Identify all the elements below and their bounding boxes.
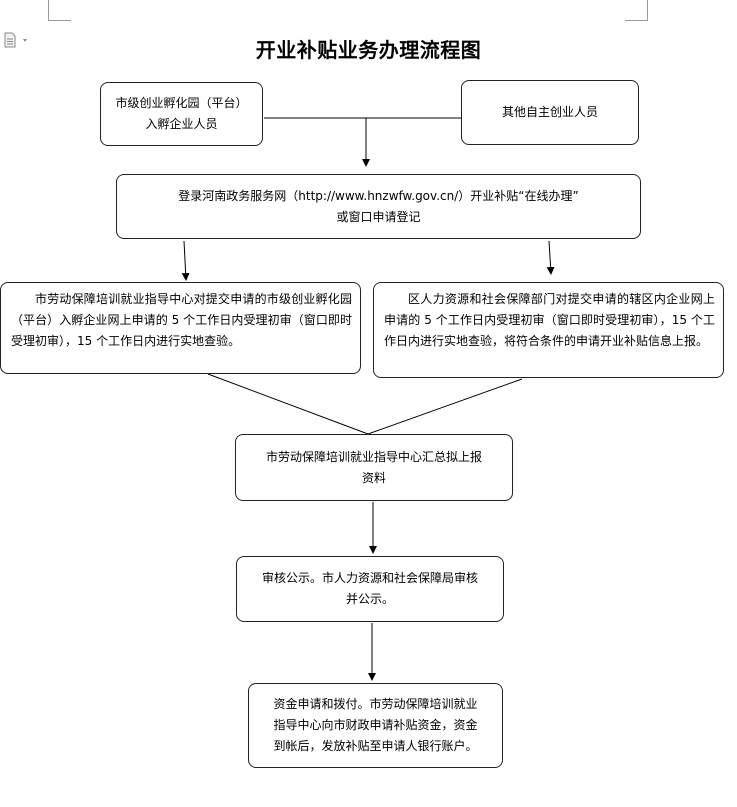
connector-city-to-summary [207, 373, 369, 435]
chevron-down-icon [23, 39, 27, 42]
register-line1: 登录河南政务服务网（http://www.hnzwfw.gov.cn/）开业补贴… [178, 188, 579, 203]
corner-mark-left [48, 0, 71, 21]
funding-line2: 指导中心向市财政申请补贴资金，资金 [273, 718, 478, 732]
incubator-staff-box: 市级创业孵化园（平台） 入孵企业人员 [100, 82, 263, 146]
connector-district-to-summary [367, 378, 523, 435]
page-title: 开业补贴业务办理流程图 [255, 38, 482, 62]
arrow-to-city-review [181, 240, 190, 281]
district-review-box: 区人力资源和社会保障部门对提交申请的辖区内企业网上申请的 5 个工作日内受理初审… [373, 282, 724, 378]
publicity-box: 审核公示。市人力资源和社会保障局审核 并公示。 [236, 556, 504, 622]
register-box: 登录河南政务服务网（http://www.hnzwfw.gov.cn/）开业补贴… [116, 174, 641, 239]
summary-line2: 资料 [361, 470, 386, 485]
city-review-box: 市劳动保障培训就业指导中心对提交申请的市级创业孵化园（平台）入孵企业网上申请的 … [0, 282, 361, 374]
publicity-line1: 审核公示。市人力资源和社会保障局审核 [261, 571, 478, 585]
arrow-to-district-review [546, 240, 555, 275]
publicity-line2: 并公示。 [345, 592, 394, 606]
incubator-line1: 市级创业孵化园（平台） [115, 96, 248, 110]
other-self-employed-box: 其他自主创业人员 [461, 80, 639, 145]
funding-line1: 资金申请和拨付。市劳动保障培训就业 [273, 697, 478, 711]
summary-box: 市劳动保障培训就业指导中心汇总拟上报 资料 [235, 434, 513, 501]
funding-box: 资金申请和拨付。市劳动保障培训就业 指导中心向市财政申请补贴资金，资金 到帐后，… [248, 683, 503, 768]
register-line2: 或窗口申请登记 [336, 209, 421, 224]
incubator-line2: 入孵企业人员 [145, 117, 218, 131]
funding-line3: 到帐后，发放补贴至申请人银行账户。 [273, 739, 478, 753]
document-icon[interactable] [4, 32, 30, 48]
corner-mark-right [625, 0, 648, 21]
district-review-text: 区人力资源和社会保障部门对提交申请的辖区内企业网上申请的 5 个工作日内受理初审… [384, 292, 715, 348]
city-review-text: 市劳动保障培训就业指导中心对提交申请的市级创业孵化园（平台）入孵企业网上申请的 … [11, 292, 352, 348]
other-self-employed-label: 其他自主创业人员 [501, 105, 598, 119]
summary-line1: 市劳动保障培训就业指导中心汇总拟上报 [265, 449, 482, 464]
